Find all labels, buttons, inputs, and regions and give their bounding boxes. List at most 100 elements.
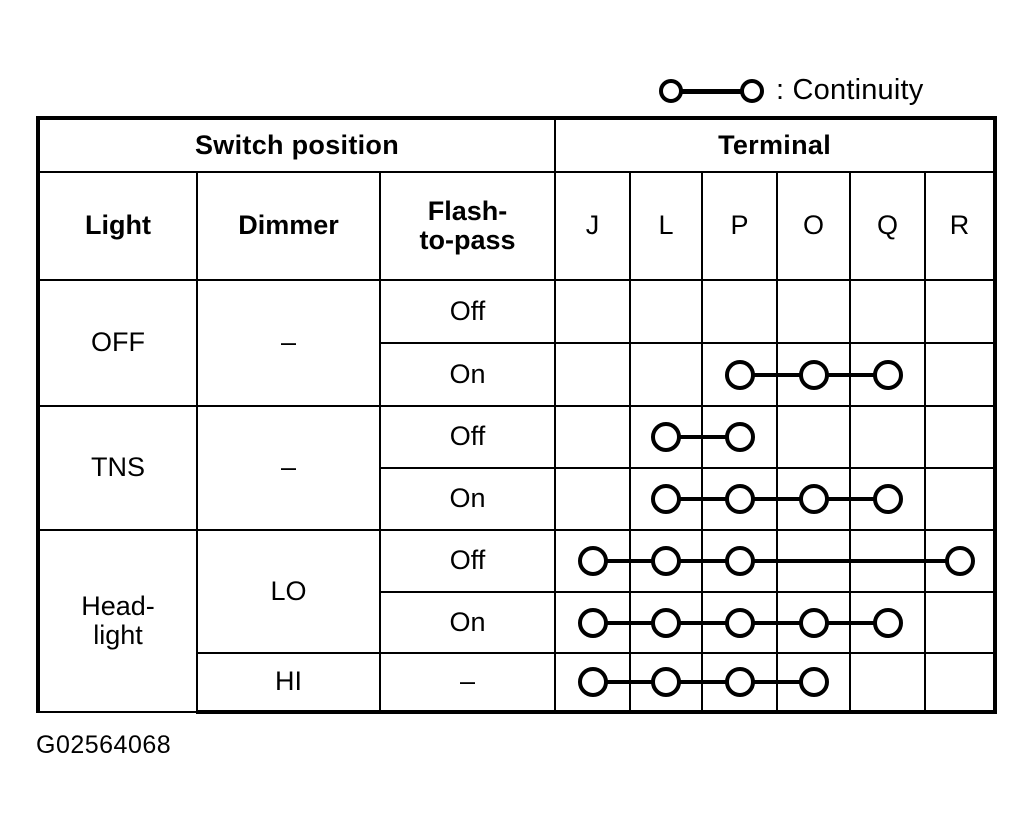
continuity-node <box>944 546 975 576</box>
legend-node-left-icon <box>659 79 683 103</box>
continuity-node <box>798 667 829 697</box>
header-terminal: Terminal <box>553 116 998 173</box>
figure-caption: G02564068 <box>36 731 172 759</box>
continuity-node <box>724 422 755 452</box>
cell-r3-r <box>923 405 998 469</box>
cell-light-headlight-line2: light <box>93 620 143 650</box>
cell-r7-l <box>629 652 703 714</box>
header-terminal-o: O <box>776 171 851 281</box>
wire <box>739 372 776 377</box>
cell-r7-q <box>849 652 926 714</box>
cell-light-headlight: Head- light <box>36 529 198 713</box>
wire <box>703 620 740 625</box>
cell-r6-o <box>776 591 851 654</box>
continuity-node <box>577 546 608 576</box>
wire <box>666 620 701 625</box>
cell-r2-q <box>849 342 926 407</box>
table-row: OFF – Off <box>36 279 998 407</box>
table-row: HI – <box>38 652 998 714</box>
continuity-node <box>872 359 903 390</box>
wire <box>631 559 666 563</box>
continuity-node <box>872 607 903 638</box>
wire <box>778 680 814 684</box>
cell-r1-o <box>776 279 851 344</box>
cell-r5-l <box>629 529 703 593</box>
continuity-node <box>651 667 681 697</box>
header-flash-to-pass: Flash- to-pass <box>379 171 556 281</box>
cell-r3-l <box>629 405 703 469</box>
cell-r6-j <box>554 591 631 654</box>
cell-r7-j <box>554 652 631 714</box>
wire <box>592 620 629 625</box>
cell-r7-o <box>776 652 851 714</box>
table-row: On <box>38 591 998 654</box>
cell-r5-q <box>849 529 926 593</box>
cell-flash-on-1: On <box>379 342 556 407</box>
continuity-node <box>798 359 829 390</box>
cell-r4-j <box>554 467 631 531</box>
wire <box>592 680 629 684</box>
cell-light-off: OFF <box>36 279 198 407</box>
switch-continuity-table: Switch position Terminal Light Dimmer Fl… <box>36 116 998 714</box>
header-terminal-r: R <box>923 171 998 281</box>
header-terminal-j: J <box>554 171 631 281</box>
continuity-node <box>798 607 829 638</box>
wire-passthrough <box>778 559 849 563</box>
continuity-node <box>651 607 681 638</box>
cell-flash-on-3: On <box>379 591 556 654</box>
table-row: On <box>38 467 998 531</box>
legend-node-right-icon <box>740 79 764 103</box>
wire <box>739 680 776 684</box>
header-terminal-p: P <box>701 171 778 281</box>
wire <box>666 435 701 439</box>
continuity-node <box>577 607 608 638</box>
continuity-node <box>724 484 755 514</box>
cell-r4-q <box>849 467 926 531</box>
continuity-node <box>872 484 903 514</box>
wire <box>851 620 888 625</box>
cell-r4-p <box>701 467 778 531</box>
cell-light-headlight-line1: Head- <box>81 590 155 621</box>
header-dimmer: Dimmer <box>196 171 381 281</box>
cell-r3-p <box>701 405 778 469</box>
cell-r4-r <box>923 467 998 531</box>
header-terminal-q: Q <box>849 171 926 281</box>
wire <box>778 620 814 625</box>
legend-connector-line <box>679 89 745 94</box>
cell-r6-r <box>923 591 998 654</box>
continuity-node <box>798 484 829 514</box>
wire <box>813 372 849 377</box>
wire <box>778 372 814 377</box>
cell-r1-j <box>554 279 631 344</box>
continuity-node <box>651 484 681 514</box>
continuity-node <box>724 359 755 390</box>
wire <box>813 620 849 625</box>
cell-r5-j <box>554 529 631 593</box>
continuity-node <box>724 546 755 576</box>
cell-r3-o <box>776 405 851 469</box>
cell-r5-o <box>776 529 851 593</box>
cell-r7-r <box>923 652 998 714</box>
cell-dimmer-dash-1: – <box>196 279 381 407</box>
cell-r6-q <box>849 591 926 654</box>
wire <box>666 497 701 501</box>
cell-r5-p <box>701 529 778 593</box>
continuity-node <box>577 667 608 697</box>
cell-r2-p <box>701 342 778 407</box>
wire <box>592 559 629 563</box>
cell-r3-q <box>849 405 926 469</box>
wire <box>739 559 776 563</box>
cell-r3-j <box>554 405 631 469</box>
continuity-node <box>651 546 681 576</box>
continuity-node <box>651 422 681 452</box>
cell-flash-off-2: Off <box>379 405 556 469</box>
wire <box>926 559 960 563</box>
cell-r7-p <box>701 652 778 714</box>
table-row: Head- light LO Off <box>36 529 998 713</box>
cell-r2-j <box>554 342 631 407</box>
wire <box>666 680 701 684</box>
header-switch-position: Switch position <box>36 116 556 173</box>
table-row: On <box>38 342 998 407</box>
cell-light-tns: TNS <box>36 405 198 531</box>
wire <box>703 497 740 501</box>
